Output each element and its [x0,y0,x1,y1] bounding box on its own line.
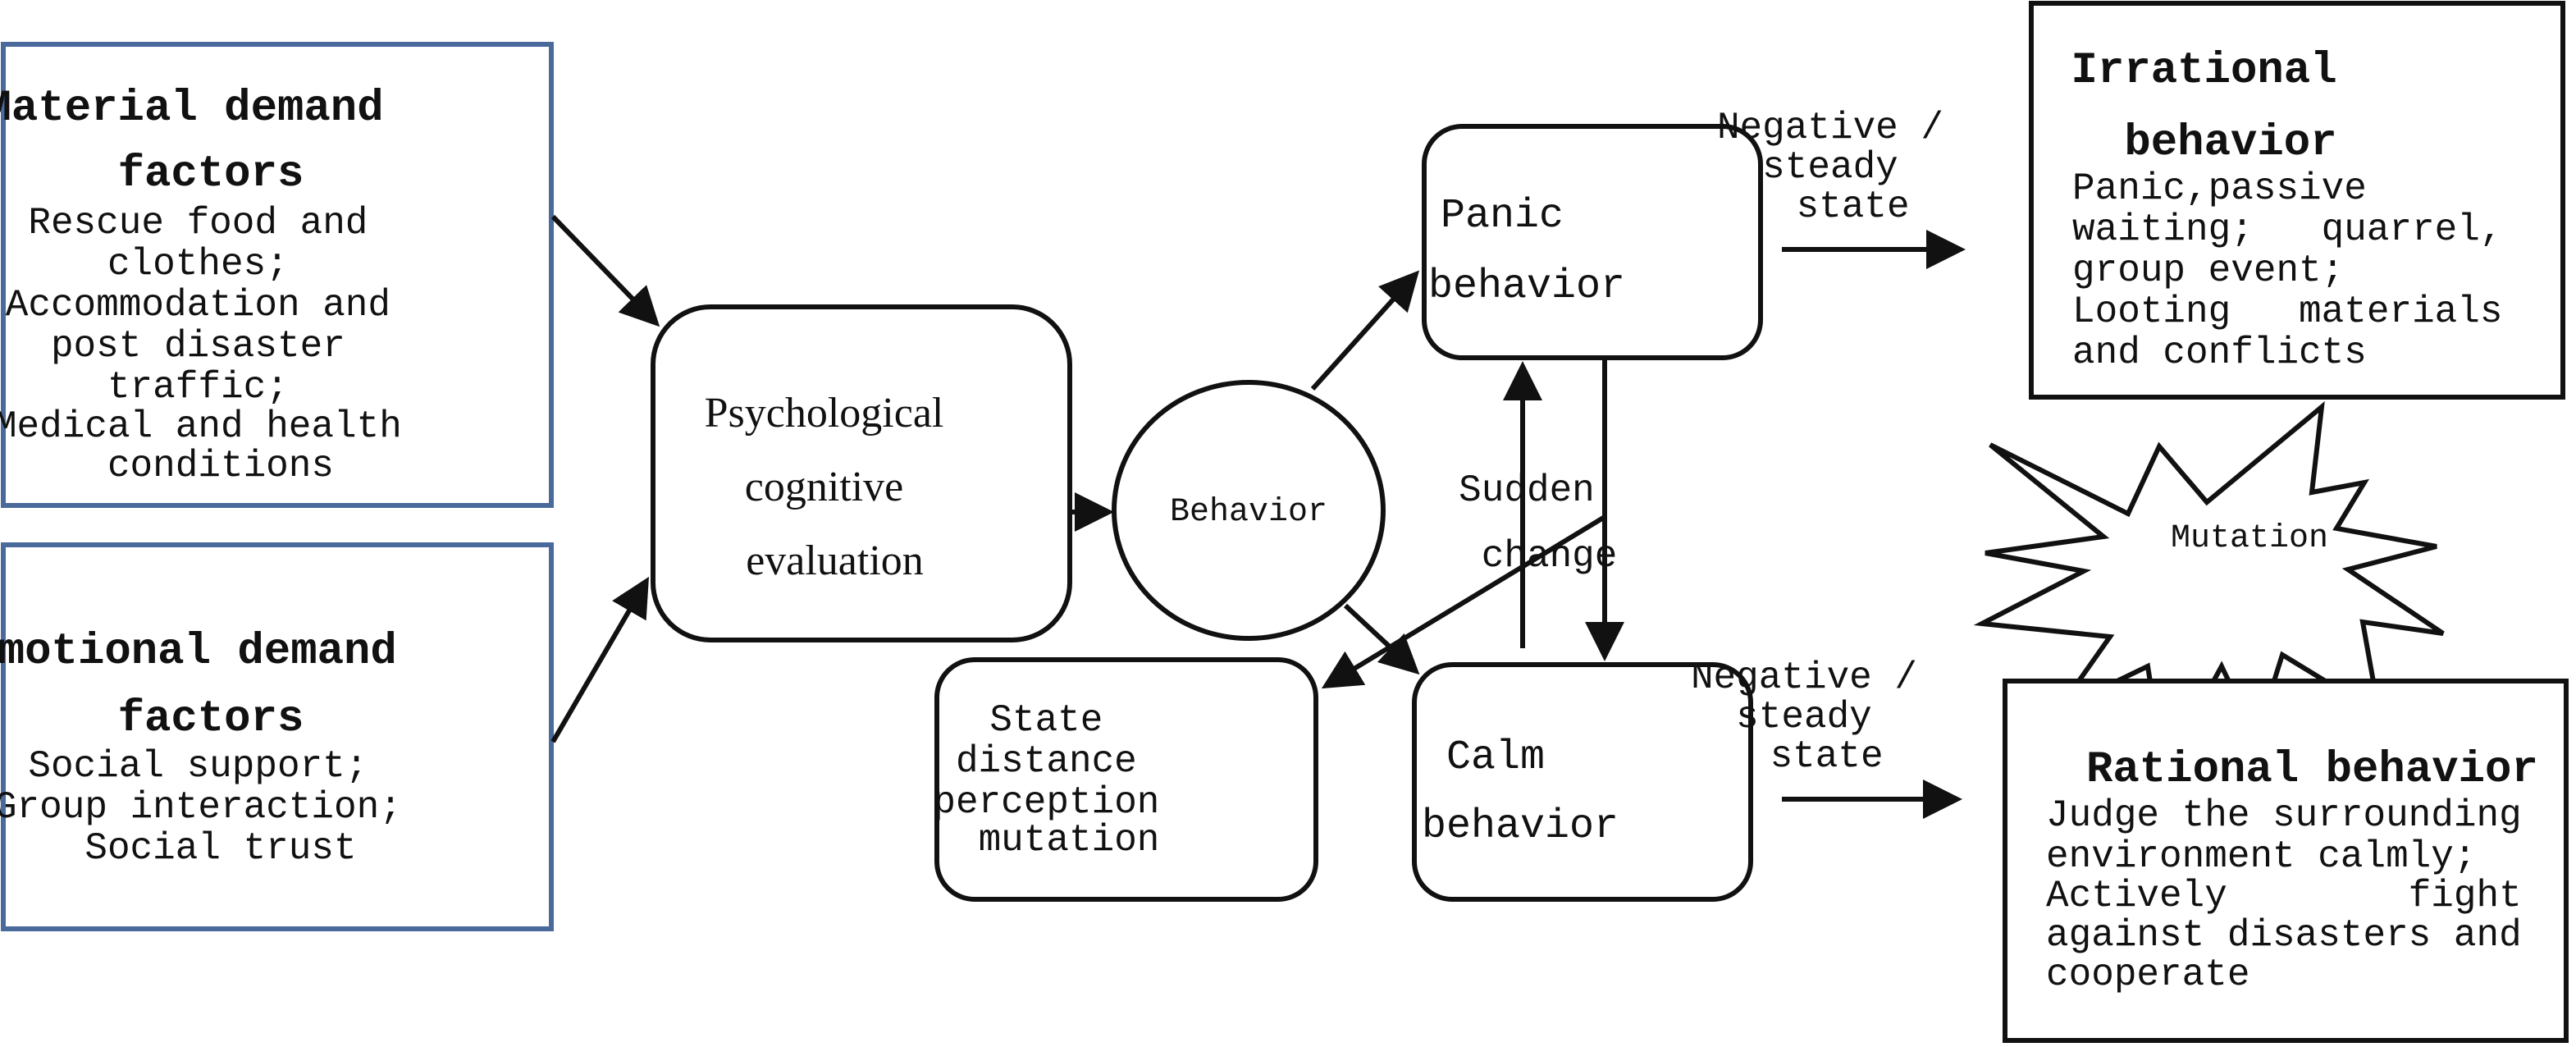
irrational-behavior-box: Irrational behavior Panic,passive waitin… [0,0,2576,400]
panic-label: Panic behavior [0,0,1748,310]
emotional-title: Emotional demand factors [0,0,583,744]
behavior-node: Behavior [1112,380,1386,641]
state-mutation-node: State distance perception mutation [0,0,1318,902]
arrow-material-to-psych [550,214,660,327]
material-details: Rescue food and clothes; Accommodation a… [0,0,560,487]
behavior-label: Behavior [1170,494,1327,531]
irrational-title: Irrational behavior [0,0,2523,168]
panic-behavior-node: Panic behavior [0,0,1763,360]
calm-label: Calm behavior [1422,734,1619,850]
mutation-label: Mutation [2171,520,2328,557]
edge-label-lower: Negative / steady state [1691,656,1917,778]
arrow-behavior-to-calm [1343,603,1420,675]
edge-label-upper: Negative / steady state [0,0,2057,228]
arrow-behavior-to-panic [1310,270,1420,391]
material-title: Material demand factors [0,0,569,199]
emotional-demand-box: Emotional demand factors Social support;… [0,0,583,931]
material-demand-box: Material demand factors Rescue food and … [0,0,569,508]
irrational-details: Panic,passive waiting; quarrel, group ev… [0,0,2576,374]
psych-label: Psychological cognitive evaluation [0,0,1018,584]
calm-behavior-node: Calm behavior [1412,662,1753,902]
rational-title: Rational behavior [1900,745,2576,795]
rational-details: Judge the surrounding environment calmly… [2046,794,2522,996]
state-label: State distance perception mutation [0,0,1318,862]
sudden-change-label: Sudden change [0,0,1708,578]
psych-evaluation-node: Psychological cognitive evaluation [0,0,1072,642]
emotional-details: Social support; Group interaction; Socia… [0,0,560,870]
arrow-emotional-to-psych [550,576,650,743]
arrow-sudden-change-to-state [1321,514,1606,689]
